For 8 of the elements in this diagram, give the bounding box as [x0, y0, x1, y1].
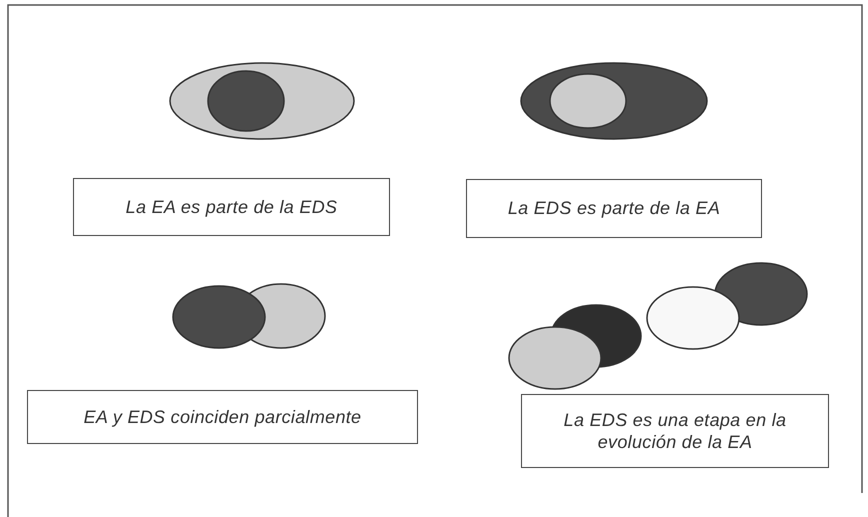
caption-box	[521, 394, 829, 468]
caption-box	[73, 178, 390, 236]
caption-text: La EDS es una etapa en la evolución de la EA	[562, 408, 788, 454]
caption-text: La EA es parte de la EDS	[126, 196, 338, 218]
caption-text: La EDS es parte de la EA	[508, 197, 720, 220]
caption-box	[27, 390, 418, 444]
caption-box	[466, 179, 762, 238]
caption-text: EA y EDS coinciden parcialmente	[84, 406, 362, 428]
